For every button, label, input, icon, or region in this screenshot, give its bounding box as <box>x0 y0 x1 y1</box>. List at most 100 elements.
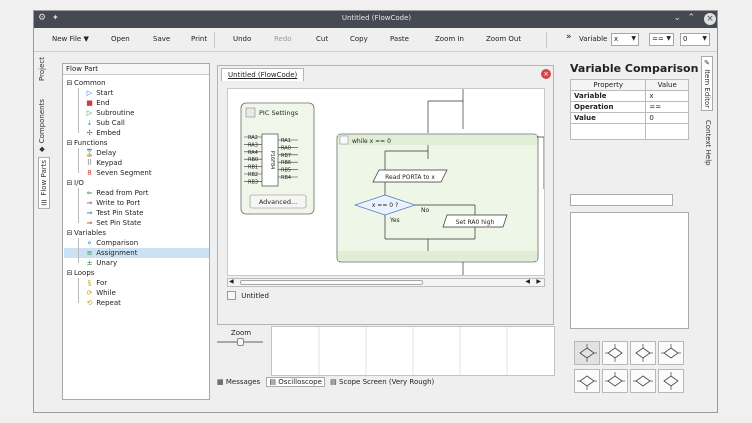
cut-button[interactable]: Cut <box>316 35 329 43</box>
tree-item-seven-segment[interactable]: 8 Seven Segment <box>85 168 151 178</box>
property-value[interactable]: == <box>645 101 689 113</box>
table-row[interactable]: Variable x <box>569 90 689 102</box>
pic-pin-label[interactable]: RB6 <box>281 160 291 166</box>
tree-group-i-o[interactable]: ⊟I/O <box>65 178 84 188</box>
pic-pin-label[interactable]: RA1 <box>281 138 291 144</box>
pic-pin-label[interactable]: RA0 <box>281 145 291 151</box>
tree-item-subroutine[interactable]: ▷ Subroutine <box>85 108 135 118</box>
tab-project[interactable]: Project <box>38 57 46 81</box>
shape-option-2[interactable] <box>602 341 628 365</box>
compare-value-select[interactable]: 0▼ <box>680 33 710 46</box>
zoom-out-button[interactable]: Zoom Out <box>486 35 522 43</box>
tree-item-delay[interactable]: ⌛ Delay <box>85 148 116 158</box>
while-loop-block[interactable]: while x == 0 <box>336 133 539 263</box>
tree-group-common[interactable]: ⊟Common <box>65 78 106 88</box>
pic-pin-label[interactable]: RB7 <box>281 153 291 159</box>
tree-item-embed[interactable]: ✢ Embed <box>85 128 121 138</box>
pic-settings-checkbox[interactable] <box>245 107 256 118</box>
tree-group-variables[interactable]: ⊟Variables <box>65 228 106 238</box>
tab-components[interactable]: ◆ Components <box>38 99 46 154</box>
pic-pin-label[interactable]: RA4 <box>248 150 258 156</box>
pic-pin-label[interactable]: RB1 <box>248 165 258 171</box>
shape-option-3[interactable] <box>630 341 656 365</box>
tree-item-sub-call[interactable]: ⇣ Sub Call <box>85 118 125 128</box>
redo-button[interactable]: Redo <box>274 35 292 43</box>
tree-item-write-to-port[interactable]: ⇒ Write to Port <box>85 198 141 208</box>
undo-button[interactable]: Undo <box>233 35 252 43</box>
maximize-icon[interactable]: ⌃ <box>687 13 695 23</box>
scroll-left-icon[interactable]: ◀ <box>229 278 234 285</box>
zoom-slider-handle[interactable] <box>237 338 244 346</box>
tree-item-read-from-port[interactable]: ⇐ Read from Port <box>85 188 149 198</box>
table-row[interactable]: Value 0 <box>569 112 689 124</box>
while-checkbox[interactable] <box>339 135 349 145</box>
tab-messages[interactable]: ▦ Messages <box>217 378 260 386</box>
save-button[interactable]: Save <box>153 35 171 43</box>
shape-option-7[interactable] <box>630 369 656 393</box>
horizontal-scrollbar[interactable]: ◀ ◀ ▶ <box>227 278 545 287</box>
tab-item-editor[interactable]: ✎ Item Editor <box>701 56 713 112</box>
tab-untitled-flowcode[interactable]: Untitled (FlowCode) <box>221 68 305 81</box>
shape-option-6[interactable] <box>602 369 628 393</box>
collapse-icon[interactable]: ⊟ <box>66 139 73 147</box>
scrollbar-thumb[interactable] <box>240 280 423 285</box>
dropdown-arrow-icon[interactable]: ▼ <box>83 35 89 43</box>
close-document-icon[interactable]: × <box>541 69 551 79</box>
print-button[interactable]: Print <box>191 35 208 43</box>
pin-icon[interactable]: ✦ <box>52 13 59 22</box>
tree-item-repeat[interactable]: ⟲ Repeat <box>85 298 121 308</box>
read-porta-block[interactable]: Read PORTA to x <box>372 169 448 183</box>
collapse-icon[interactable]: ⊟ <box>66 179 73 187</box>
variable-select[interactable]: x▼ <box>611 33 639 46</box>
collapse-icon[interactable]: ⊟ <box>66 79 73 87</box>
new-file-button[interactable]: New File ▼ <box>52 35 89 43</box>
tab-flow-parts[interactable]: ☰ Flow Parts <box>38 157 50 209</box>
pic-pin-label[interactable]: RB5 <box>281 168 291 174</box>
close-window-icon[interactable]: × <box>704 13 716 25</box>
pic-pin-label[interactable]: RA3 <box>248 142 258 148</box>
paste-button[interactable]: Paste <box>390 35 409 43</box>
tree-item-comparison[interactable]: ⋄ Comparison <box>85 238 138 248</box>
tree-item-unary[interactable]: ± Unary <box>85 258 118 268</box>
shape-option-5[interactable] <box>574 369 600 393</box>
pic-pin-label[interactable]: RB2 <box>248 172 258 178</box>
open-button[interactable]: Open <box>111 35 130 43</box>
tree-item-for[interactable]: § For <box>85 278 107 288</box>
pic-pin-label[interactable]: RB4 <box>281 175 291 181</box>
tree-item-assignment[interactable]: ≡ Assignment <box>64 248 209 258</box>
shape-option-4[interactable] <box>658 341 684 365</box>
tab-context-help[interactable]: Context Help <box>704 120 712 166</box>
scroll-left-icon[interactable]: ◀ <box>525 278 530 285</box>
operator-select[interactable]: ==▼ <box>649 33 674 46</box>
tab-scope-screen[interactable]: ▤ Scope Screen (Very Rough) <box>330 378 434 386</box>
collapse-icon[interactable]: ⊟ <box>66 269 73 277</box>
tree-item-end[interactable]: ■ End <box>85 98 109 108</box>
tree-item-keypad[interactable]: ⠿ Keypad <box>85 158 122 168</box>
pic-pin-label[interactable]: RB3 <box>248 179 258 185</box>
set-ra0-block[interactable]: Set RA0 high <box>442 214 508 228</box>
property-value[interactable]: x <box>645 90 689 102</box>
property-value[interactable]: 0 <box>645 112 689 124</box>
item-search-input[interactable] <box>570 194 673 206</box>
tab-oscilloscope[interactable]: ▤ Oscilloscope <box>266 377 325 387</box>
tree-group-functions[interactable]: ⊟Functions <box>65 138 108 148</box>
tree-item-start[interactable]: ▷ Start <box>85 88 114 98</box>
minimize-icon[interactable]: ⌄ <box>673 13 681 23</box>
zoom-in-button[interactable]: Zoom In <box>435 35 464 43</box>
copy-button[interactable]: Copy <box>350 35 368 43</box>
scroll-right-icon[interactable]: ▶ <box>536 278 541 285</box>
pic-pin-label[interactable]: RA2 <box>248 135 258 141</box>
tree-item-test-pin-state[interactable]: ⇒ Test Pin State <box>85 208 144 218</box>
shape-option-1[interactable] <box>574 341 600 365</box>
document-footer-checkbox[interactable] <box>227 291 236 300</box>
collapse-icon[interactable]: ⊟ <box>66 229 73 237</box>
tree-group-loops[interactable]: ⊟Loops <box>65 268 95 278</box>
pic-pin-label[interactable]: RB0 <box>248 157 258 163</box>
toolbar-overflow-icon[interactable]: » <box>566 32 572 42</box>
tree-item-while[interactable]: ⟳ While <box>85 288 116 298</box>
oscilloscope-screen[interactable] <box>271 326 555 377</box>
pic-settings-box[interactable]: PIC Settings P16F84 RA2RA3RA4RB0RB1RB2RB… <box>240 102 315 215</box>
table-row[interactable]: Operation == <box>569 101 689 113</box>
advanced-button[interactable] <box>249 194 307 209</box>
